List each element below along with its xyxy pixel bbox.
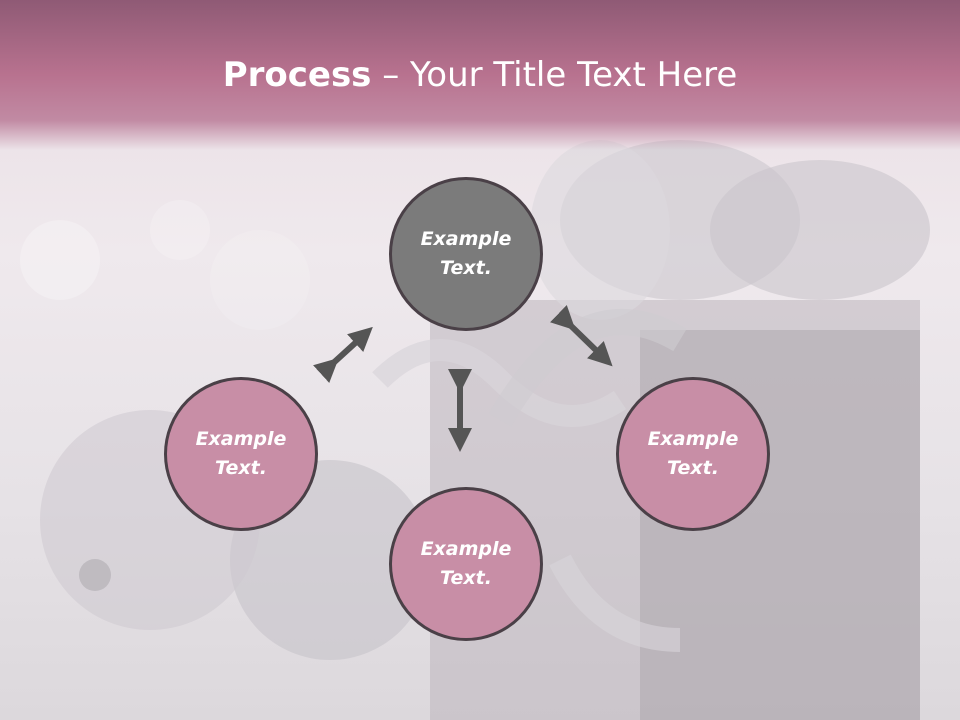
node-left-line2: Text. xyxy=(215,457,267,479)
process-node-bottom[interactable]: Example Text. xyxy=(389,487,543,641)
slide-title: Process – Your Title Text Here xyxy=(0,55,960,95)
node-top-line1: Example xyxy=(420,228,512,250)
node-bottom-line2: Text. xyxy=(440,567,492,589)
process-node-right[interactable]: Example Text. xyxy=(616,377,770,531)
node-right-line1: Example xyxy=(647,428,739,450)
arrow-top-right xyxy=(550,305,613,367)
node-bottom-line1: Example xyxy=(420,538,512,560)
arrow-top-left xyxy=(313,326,373,383)
process-node-left[interactable]: Example Text. xyxy=(164,377,318,531)
process-node-top[interactable]: Example Text. xyxy=(389,177,543,331)
title-bar xyxy=(0,0,960,150)
title-rest-part: – Your Title Text Here xyxy=(371,55,738,95)
node-top-line2: Text. xyxy=(440,257,492,279)
node-left-line1: Example xyxy=(195,428,287,450)
title-bold-part: Process xyxy=(222,55,372,95)
node-right-line2: Text. xyxy=(667,457,719,479)
